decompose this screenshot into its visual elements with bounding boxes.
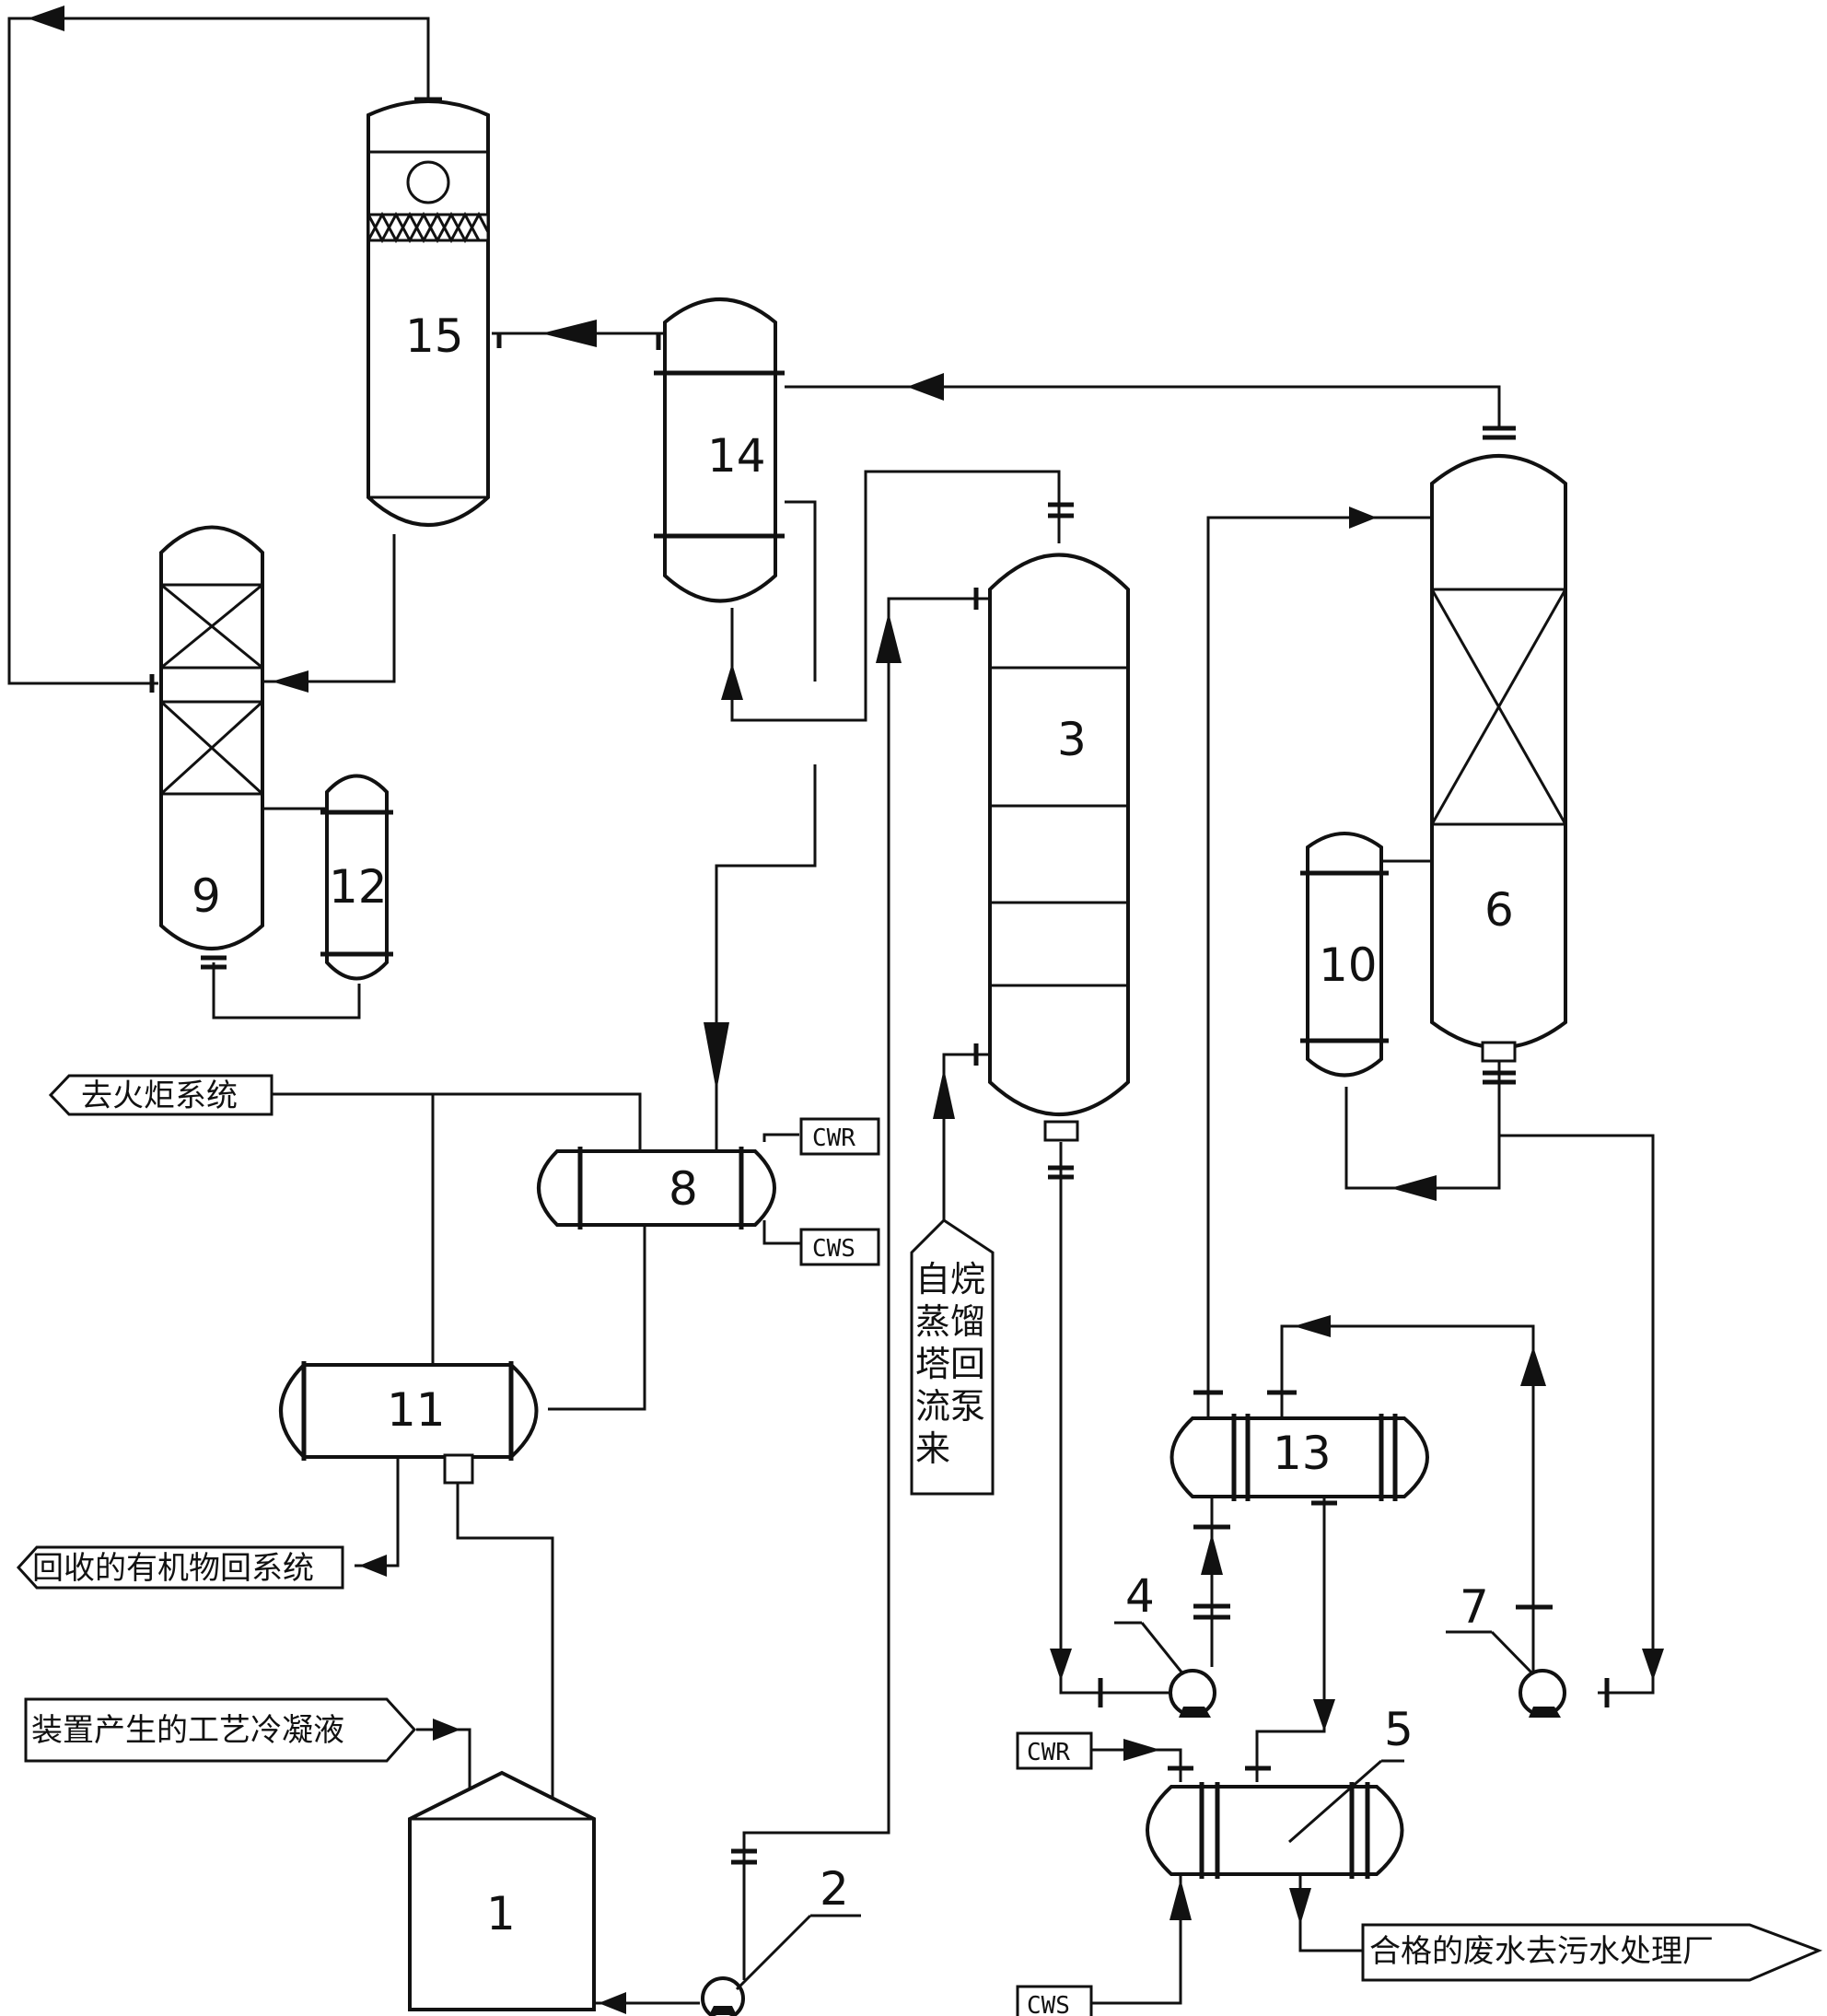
- pipe-11-to-tank: [456, 1483, 554, 1989]
- equipment-number-2: 2: [820, 1862, 849, 1916]
- stripper-6: 6: [1430, 454, 1567, 1063]
- pipe-6-to-14: [785, 385, 1501, 428]
- flanges: [149, 97, 1610, 1865]
- arrow-cwr-5: [1123, 1739, 1160, 1761]
- cwr-box-8: [799, 1117, 880, 1156]
- pipe-6-to-pump7: [1499, 1134, 1655, 1695]
- arrow-into-9: [272, 670, 308, 693]
- equipment-number-14: 14: [707, 429, 766, 483]
- label-recovered-organics-text: 回收的有机物回系统: [32, 1550, 314, 1587]
- pipe-5-cwr: [1091, 1748, 1182, 1782]
- equipment-number-4: 4: [1125, 1569, 1155, 1623]
- equipment-number-12: 12: [329, 860, 388, 914]
- equipment-number-10: 10: [1319, 938, 1378, 992]
- equipment-number-3: 3: [1057, 713, 1087, 766]
- equipment-number-5: 5: [1384, 1703, 1414, 1756]
- arrow-pump4-up: [1201, 1533, 1223, 1575]
- equipment-number-11: 11: [387, 1383, 446, 1437]
- equipment-number-13: 13: [1273, 1427, 1332, 1480]
- pipe-pump2-to-3: [742, 597, 990, 1980]
- pump-7: 7: [1446, 1580, 1566, 1718]
- pump-2: 2: [701, 1862, 861, 2016]
- label-process-condensate: 装置产生的工艺冷凝液: [24, 1697, 417, 1763]
- arrow-up-col3-feed: [876, 612, 902, 663]
- pipe-reflux-in: [942, 1053, 990, 1220]
- stripper-3: 3: [988, 553, 1130, 1142]
- arrow-6-to-14: [907, 373, 944, 401]
- label-reflux-line-4: 流泵: [915, 1386, 985, 1427]
- arrow-to-tank1: [599, 1992, 626, 2014]
- arrow-down-pump4: [1050, 1649, 1072, 1681]
- equipment-number-6: 6: [1484, 883, 1514, 937]
- pipe-8-cws: [762, 1220, 801, 1245]
- pipe-14-bottom-loop: [730, 470, 1061, 722]
- label-reflux-line-5: 来: [915, 1428, 950, 1469]
- flow-arrows: [28, 6, 1664, 2014]
- pipe-11-to-recovery: [355, 1455, 400, 1567]
- label-reflux-line-3: 塔回: [915, 1344, 985, 1384]
- label-recovered-organics: 回收的有机物回系统: [16, 1545, 344, 1590]
- arrow-13-top: [1294, 1315, 1331, 1337]
- label-reflux-pump: 自烷 蒸馏 塔回 流泵 来: [910, 1218, 995, 1496]
- pipe-9-bottom-to-12: [212, 962, 361, 1020]
- arrow-condensate: [433, 1719, 460, 1741]
- equipment-number-9: 9: [192, 869, 221, 923]
- pump-4: 4: [1114, 1569, 1216, 1718]
- pipe-8-cwr: [762, 1133, 799, 1142]
- label-process-condensate-text: 装置产生的工艺冷凝液: [31, 1712, 344, 1749]
- cwr-label-5: CWR: [1027, 1739, 1070, 1766]
- cws-label-8: CWS: [812, 1235, 855, 1263]
- label-qualified-wastewater-text: 合格的废水去污水处理厂: [1369, 1933, 1714, 1970]
- pipe-5-cws: [1082, 1874, 1182, 2005]
- reboiler-10: 10: [1300, 832, 1389, 1078]
- arrow-to-recovery: [359, 1555, 387, 1577]
- pipe-3-to-pump4: [1059, 1142, 1170, 1695]
- arrow-left-top: [28, 6, 64, 31]
- cws-box-5: [1016, 1985, 1093, 2016]
- arrow-loop-6-to-10: [1391, 1175, 1437, 1201]
- arrow-cws-5: [1170, 1879, 1192, 1920]
- label-reflux-line-2: 蒸馏: [915, 1301, 985, 1342]
- condenser-8: 8 CWR CWS: [537, 1117, 880, 1266]
- arrow-14-bottom-up: [721, 663, 743, 700]
- arrow-5-out: [1289, 1888, 1311, 1925]
- cws-box-8: [799, 1228, 880, 1266]
- heater-12: 12: [320, 774, 393, 981]
- cwr-label-8: CWR: [812, 1125, 855, 1152]
- equipment-number-15: 15: [405, 309, 464, 363]
- label-qualified-wastewater: 合格的废水去污水处理厂: [1361, 1923, 1823, 1982]
- pipe-flare: [272, 1092, 642, 1151]
- label-to-flare: 去火炬系统: [48, 1074, 273, 1116]
- scrubber-9: 9: [159, 525, 264, 950]
- arrow-to-6-feed: [1349, 507, 1377, 529]
- pipe-13-top-loop: [1280, 1324, 1535, 1672]
- condenser-14: 14: [654, 297, 785, 603]
- arrow-reflux-up: [933, 1068, 955, 1119]
- arrow-pump7-up: [1520, 1346, 1546, 1386]
- equipment-number-8: 8: [669, 1162, 698, 1216]
- heat-exchanger-13: 13: [1170, 1414, 1429, 1501]
- cws-label-5: CWS: [1027, 1992, 1070, 2016]
- arrow-13-to-5: [1313, 1699, 1335, 1731]
- separator-11: 11: [279, 1361, 539, 1485]
- tank-1: 1: [408, 1770, 596, 2011]
- cwr-box-5: [1016, 1731, 1093, 1770]
- equipment-number-7: 7: [1460, 1580, 1489, 1634]
- label-reflux-line-1: 自烷: [915, 1259, 985, 1299]
- pipe-14-to-8: [785, 500, 817, 682]
- pipe-15-to-9: [262, 534, 396, 683]
- pipe-14-to-8-lower: [715, 764, 817, 1151]
- arrow-down-to-8: [704, 1022, 729, 1091]
- absorber-15: 15: [367, 99, 490, 527]
- pipe-5-to-wastewater: [1298, 1874, 1363, 1952]
- equipment-number-1: 1: [486, 1887, 516, 1940]
- arrow-14-to-15: [541, 320, 597, 347]
- label-to-flare-text: 去火炬系统: [81, 1078, 238, 1114]
- pipe-13-to-5: [1255, 1497, 1326, 1782]
- cooler-5: 5 CWR CWS: [1016, 1703, 1414, 2016]
- pipe-8-to-11: [548, 1225, 646, 1411]
- arrow-down-pump7: [1642, 1649, 1664, 1681]
- pipe-15-vent-loop: [7, 17, 430, 685]
